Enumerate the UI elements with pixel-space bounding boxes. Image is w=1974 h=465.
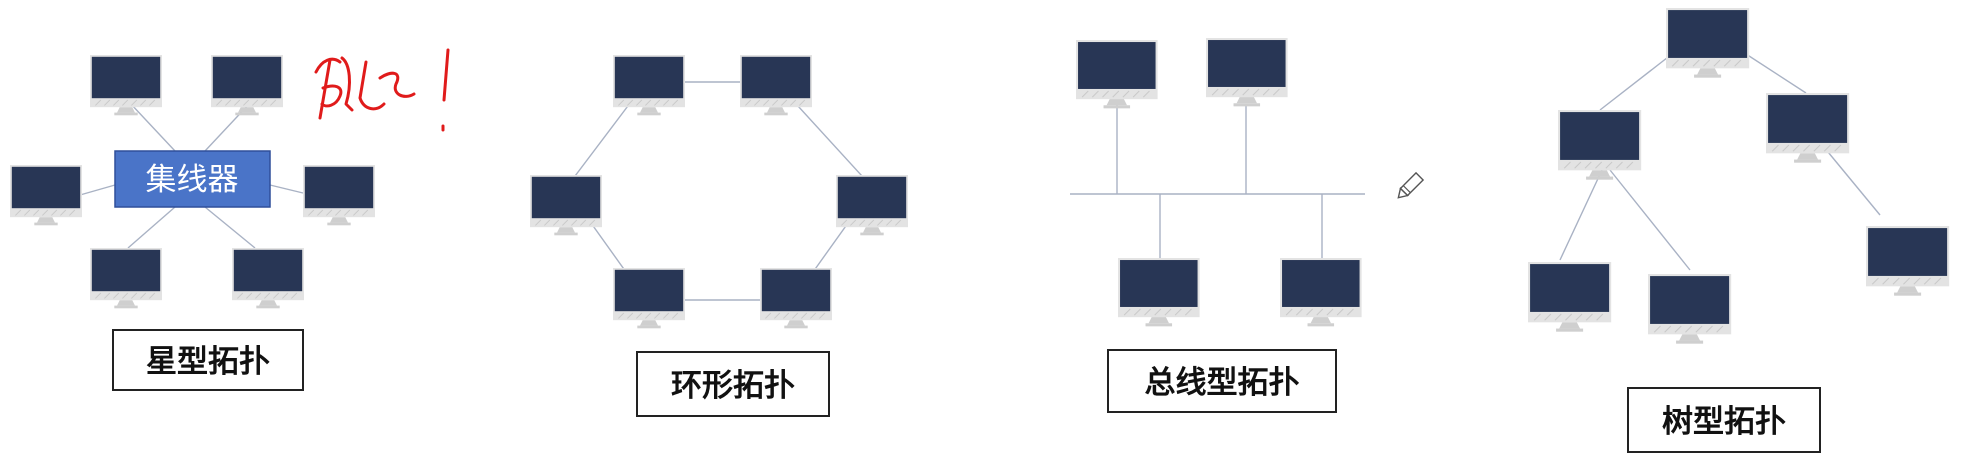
ring-topology: 环形拓扑 xyxy=(529,54,909,417)
monitor-icon xyxy=(835,174,909,236)
star-topology: 集线器 星型拓扑 xyxy=(9,54,376,391)
hub-label: 集线器 xyxy=(146,162,239,198)
monitor-icon xyxy=(1865,225,1950,297)
monitor-icon xyxy=(612,267,686,329)
caption-tree: 树型拓扑 xyxy=(1662,404,1786,440)
tree-link xyxy=(1559,169,1603,261)
monitor-icon xyxy=(1117,257,1201,327)
monitor-icon xyxy=(89,54,163,116)
monitor-icon xyxy=(1765,92,1850,164)
monitor-icon xyxy=(9,164,83,226)
monitor-icon xyxy=(210,54,284,116)
caption-bus: 总线型拓扑 xyxy=(1145,365,1300,401)
monitor-icon xyxy=(1075,39,1159,109)
caption-box-bus xyxy=(1107,349,1337,413)
tree-link xyxy=(1599,53,1673,111)
star-link xyxy=(79,184,116,196)
tree-topology: 树型拓扑 xyxy=(1527,7,1950,453)
caption-star: 星型拓扑 xyxy=(146,344,270,380)
ring-link xyxy=(565,81,874,301)
caption-box-ring xyxy=(636,351,830,417)
tree-link xyxy=(1827,151,1881,216)
monitor-icon xyxy=(1647,273,1732,345)
caption-box-star xyxy=(112,329,304,391)
tree-link xyxy=(1609,169,1691,271)
bus-topology: 总线型拓扑 xyxy=(1070,37,1365,413)
star-link xyxy=(127,206,176,249)
monitor-icon xyxy=(231,247,305,309)
handwritten-annotation xyxy=(314,48,450,132)
pencil-icon xyxy=(1397,171,1425,199)
monitor-icon xyxy=(739,54,813,116)
caption-ring: 环形拓扑 xyxy=(671,368,795,404)
monitor-icon xyxy=(1279,257,1363,327)
monitor-icon xyxy=(529,174,603,236)
star-link xyxy=(269,184,304,194)
monitor-icon xyxy=(1557,109,1642,181)
monitor-icon xyxy=(1527,261,1612,333)
monitor-icon xyxy=(302,164,376,226)
star-link xyxy=(204,206,256,249)
monitor-icon xyxy=(1665,7,1750,79)
star-link xyxy=(129,102,176,152)
caption-box-tree xyxy=(1627,387,1821,453)
monitor-icon xyxy=(89,247,163,309)
monitor-icon xyxy=(759,267,833,329)
monitor-icon xyxy=(612,54,686,116)
tree-link xyxy=(1745,53,1807,94)
hub-box xyxy=(114,150,271,208)
monitor-icon xyxy=(1205,37,1289,107)
